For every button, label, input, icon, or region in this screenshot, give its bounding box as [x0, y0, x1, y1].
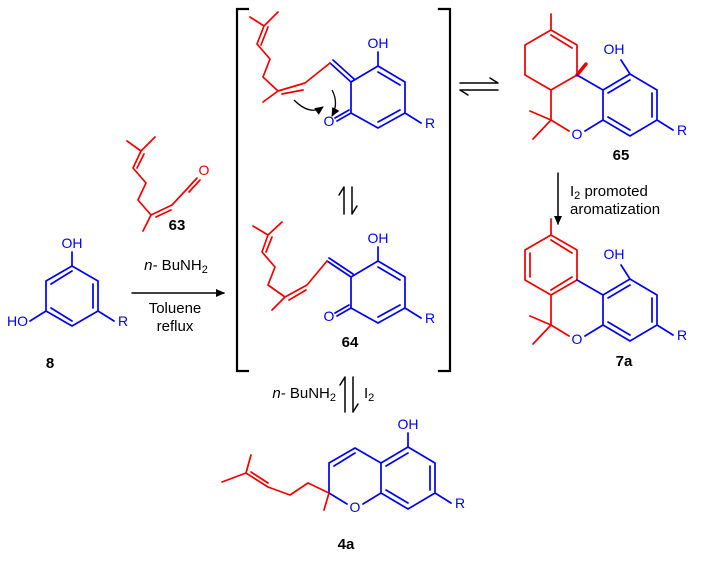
compound-64-o-label: O: [324, 308, 335, 324]
compound-4a-blue-bonds: [328, 432, 452, 510]
compound-4a: OH O R 4a: [221, 416, 465, 553]
compound-8-r-label: R: [118, 313, 128, 329]
compound-4a-r-label: R: [455, 495, 465, 511]
aromatization-text-line2: aromatization: [570, 201, 660, 218]
compound-4a-o-label: O: [350, 499, 361, 515]
compound-65: OH O R 65: [524, 13, 687, 164]
compound-64-number: 64: [342, 334, 359, 351]
compound-63-bonds: [126, 136, 201, 232]
compound-65-oh-label: OH: [604, 41, 625, 57]
compound-7a-oh-label: OH: [604, 246, 625, 262]
compound-65-number: 65: [613, 147, 630, 164]
intermediate-top-o-label: O: [324, 113, 335, 129]
compound-8-number: 8: [46, 355, 54, 372]
bottom-amine-label: n- BuNH2: [272, 385, 336, 404]
compound-64-ring-bonds: [326, 246, 422, 324]
intermediate-top-chain-bonds: [249, 11, 331, 103]
intermediate-top-oh-label: OH: [368, 35, 389, 51]
compound-63-o-label: O: [199, 162, 210, 178]
equilibrium-bracket-4a: n- BuNH2 I2: [272, 376, 374, 413]
intermediate-top: OH O R: [249, 11, 435, 131]
compound-64-r-label: R: [425, 310, 435, 326]
compound-63: O 63: [126, 136, 210, 234]
conditions-reflux: reflux: [157, 318, 194, 335]
aromatization-step: I2 promoted aromatization: [554, 172, 660, 225]
conditions-solvent: Toluene: [149, 300, 202, 317]
compound-7a-red-bonds: [524, 218, 578, 345]
compound-8-ho-label: HO: [7, 313, 28, 329]
compound-4a-chain-bonds: [221, 454, 330, 511]
bottom-iodine-label: I2: [364, 385, 374, 404]
reaction-arrow-group: n- BuNH2 Toluene reflux: [131, 257, 225, 335]
compound-63-number: 63: [169, 217, 186, 234]
electron-pushing-arrow-2: [331, 89, 340, 117]
equilibrium-bottom-arrows: [339, 376, 359, 413]
compound-8: OH HO R 8: [7, 235, 128, 372]
compound-8-bonds: [29, 251, 115, 327]
compound-7a-r-label: R: [677, 327, 687, 343]
compound-64-chain-bonds: [252, 221, 328, 311]
compound-64-oh-label: OH: [368, 230, 389, 246]
compound-4a-number: 4a: [338, 536, 355, 553]
aromatization-text-line1: I2 promoted: [570, 183, 648, 202]
intermediate-top-ring-bonds: [329, 51, 422, 129]
compound-7a-o-label: O: [572, 331, 583, 347]
compound-8-oh-label: OH: [62, 235, 83, 251]
compound-65-o-label: O: [572, 126, 583, 142]
equilibrium-bracket-65: [459, 77, 499, 96]
compound-65-stereo-bond: [575, 62, 588, 77]
compound-65-r-label: R: [677, 122, 687, 138]
compound-7a-blue-bonds: [576, 264, 674, 342]
compound-65-blue-bonds: [576, 59, 674, 137]
bracket-left: [235, 7, 250, 373]
equilibrium-top-bottom: [338, 186, 358, 215]
compound-64: OH O R 64: [252, 221, 435, 351]
intermediate-top-r-label: R: [425, 115, 435, 131]
compound-7a: OH O R 7a: [524, 218, 687, 370]
electron-pushing-arrow-1: [293, 99, 324, 115]
conditions-amine: n- BuNH2: [144, 257, 208, 276]
bracket-right: [437, 7, 452, 373]
compound-4a-oh-label: OH: [398, 416, 419, 432]
compound-7a-number: 7a: [616, 353, 633, 370]
compound-65-red-bonds: [524, 13, 578, 140]
